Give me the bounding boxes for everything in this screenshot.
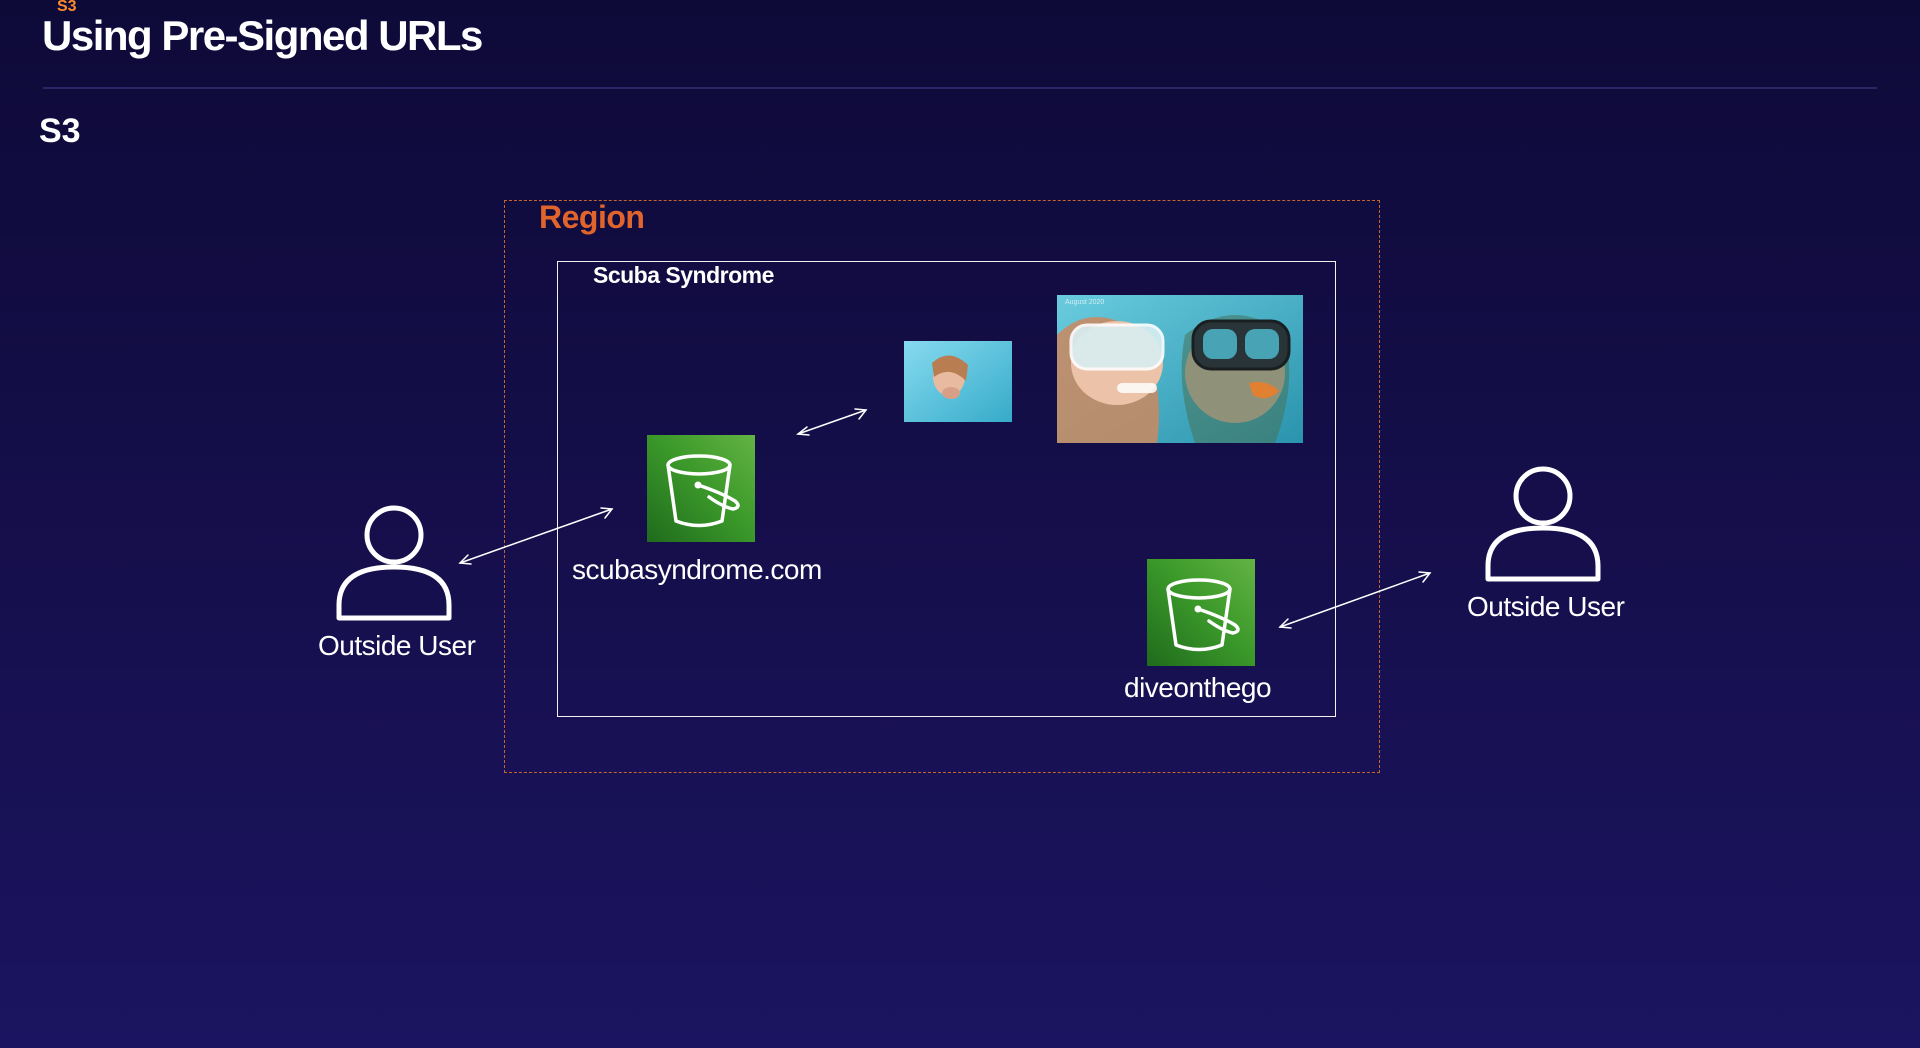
s3-bucket-icon	[647, 435, 755, 542]
arrow-bucket-to-user	[1278, 571, 1432, 629]
account-boundary	[557, 261, 1336, 717]
user-icon	[1485, 466, 1601, 582]
s3-bucket-icon	[1147, 559, 1255, 666]
small-snorkel-photo	[904, 341, 1012, 422]
bucket-label-scubasyndrome: scubasyndrome.com	[572, 554, 822, 585]
arrow-bucket-to-photo	[796, 408, 868, 436]
section-heading: S3	[39, 112, 81, 150]
bucket-label-diveonthego: diveonthego	[1124, 672, 1272, 703]
slide-kicker: S3	[57, 0, 77, 15]
title-divider	[43, 87, 1877, 89]
user-label-right: Outside User	[1467, 591, 1625, 622]
region-boundary	[504, 200, 1380, 773]
region-label: Region	[539, 199, 645, 235]
photo-caption: August 2020	[1065, 299, 1105, 306]
user-label-left: Outside User	[318, 630, 476, 661]
arrow-user-to-bucket	[458, 507, 614, 565]
user-icon	[336, 505, 452, 621]
large-snorkel-photo: August 2020	[1057, 295, 1303, 443]
page-title: Using Pre-Signed URLs	[42, 12, 483, 59]
account-label: Scuba Syndrome	[593, 262, 774, 288]
